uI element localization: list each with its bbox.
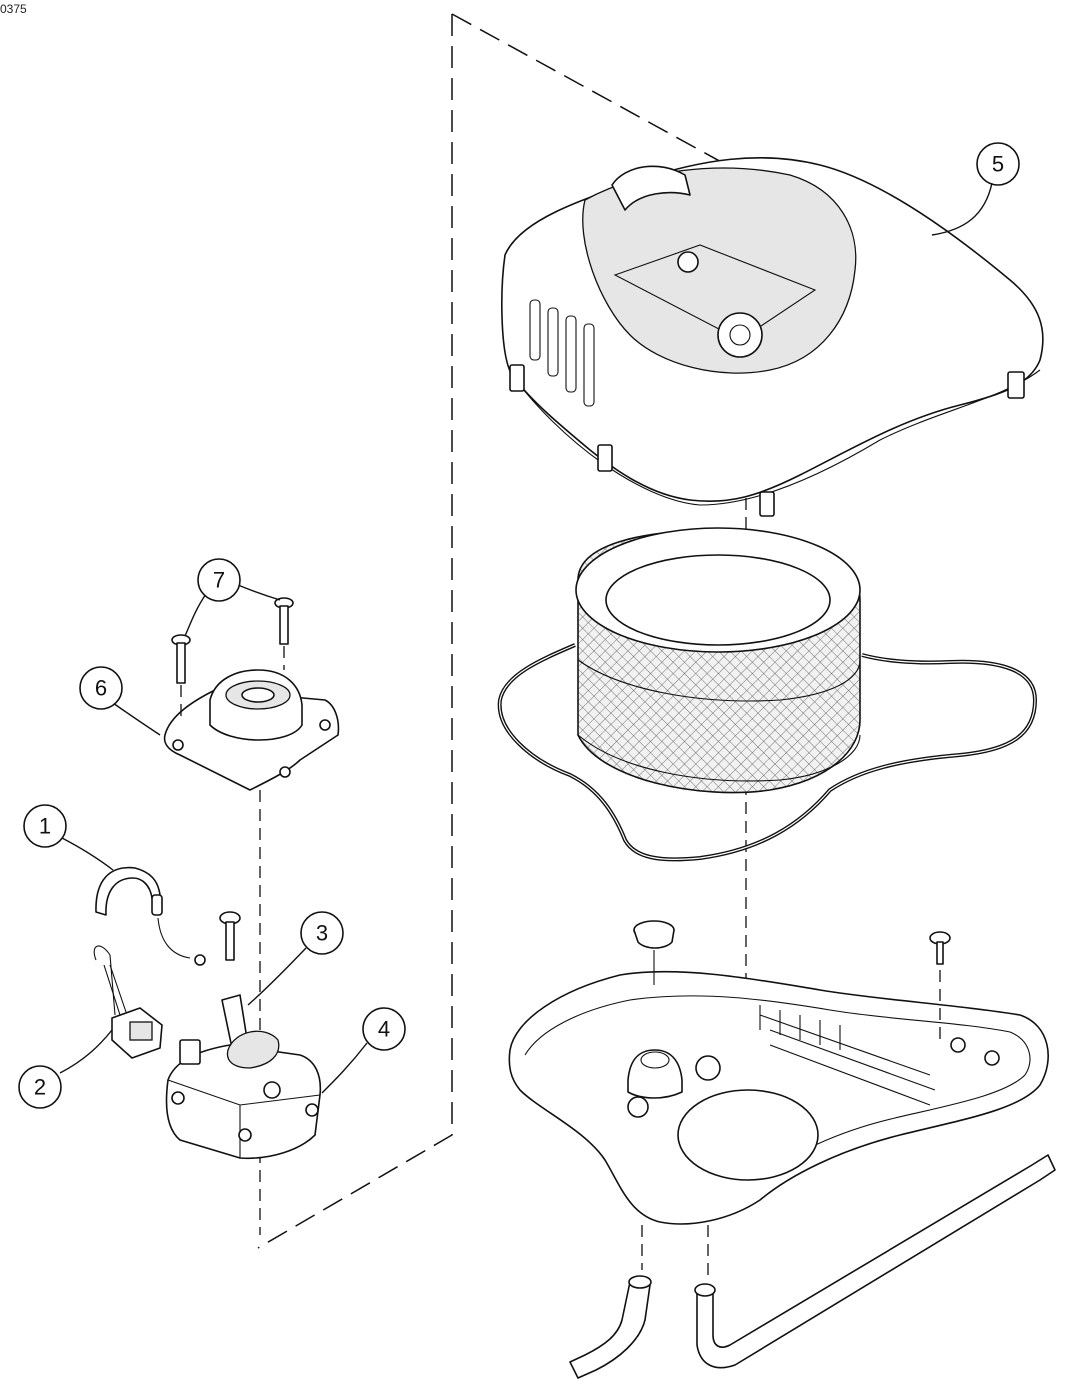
callout-1: 1 <box>23 804 67 848</box>
air-filter-element <box>575 527 861 794</box>
air-cleaner-base-tray <box>508 970 1049 1225</box>
wiring-connector <box>93 945 163 1059</box>
air-cleaner-cover <box>501 157 1044 517</box>
tray-screw <box>929 931 951 1045</box>
actuator-screw <box>219 911 241 961</box>
callout-label-7: 7 <box>213 568 225 593</box>
callout-6: 6 <box>79 666 123 710</box>
assembly-boundary-dashed <box>257 13 746 1249</box>
grommet <box>633 920 675 985</box>
sensor-hose <box>95 866 206 966</box>
callout-3: 3 <box>300 911 344 955</box>
callout-2: 2 <box>18 1065 62 1109</box>
breather-hoses <box>569 1154 1056 1379</box>
upper-housing <box>163 669 340 791</box>
callout-label-4: 4 <box>378 1017 390 1042</box>
callout-label-2: 2 <box>34 1075 46 1100</box>
callout-label-6: 6 <box>95 676 107 701</box>
callout-label-1: 1 <box>39 814 51 839</box>
actuator-body <box>165 994 322 1160</box>
callout-7: 7 <box>197 558 241 602</box>
callout-5: 5 <box>976 142 1020 186</box>
gasket-seal <box>497 643 1037 862</box>
callout-4: 4 <box>362 1007 406 1051</box>
callout-leaders <box>59 182 993 1094</box>
figure-id: 0375 <box>0 2 27 16</box>
callout-label-3: 3 <box>316 921 328 946</box>
callout-label-5: 5 <box>992 152 1004 177</box>
